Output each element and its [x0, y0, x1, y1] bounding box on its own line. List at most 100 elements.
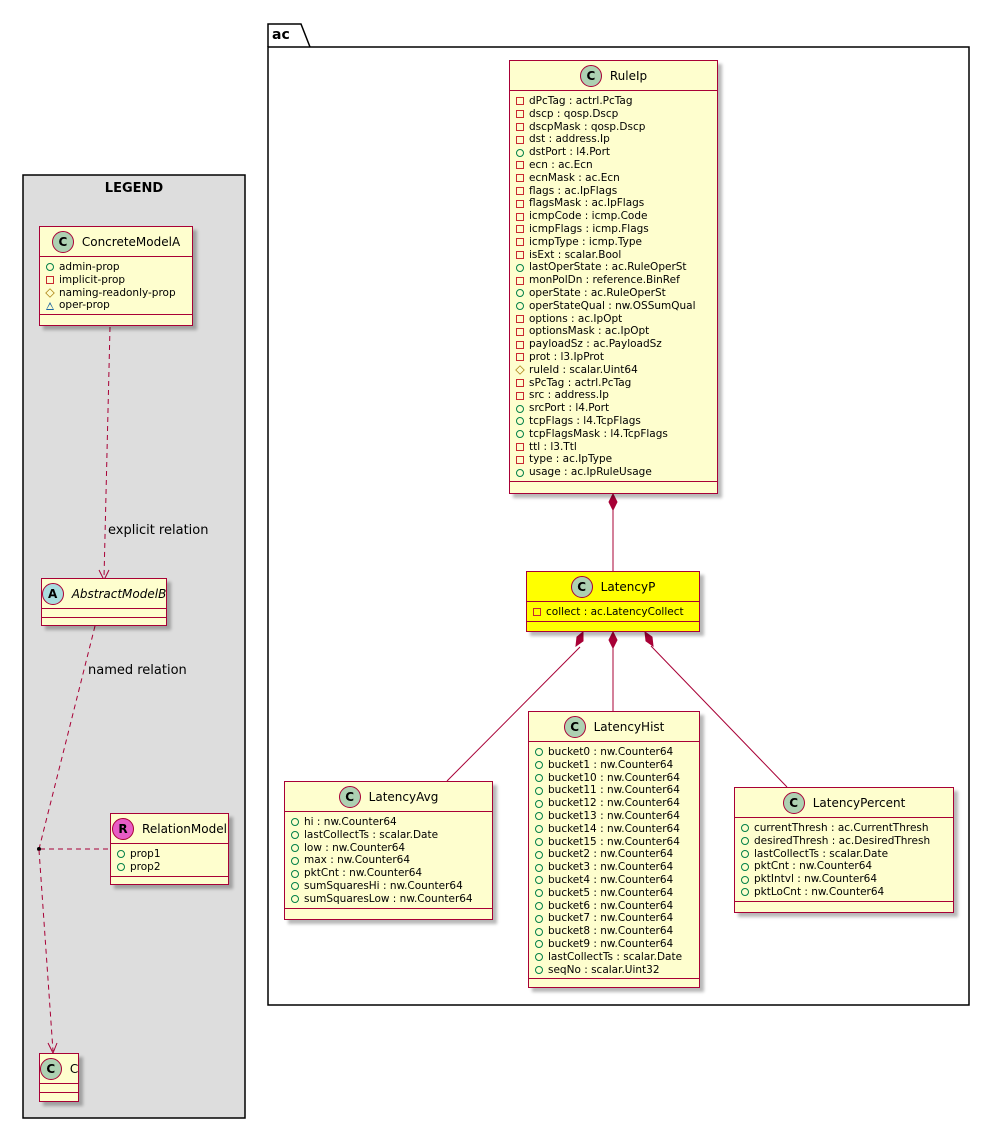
attribute-row: ecn : ac.Ecn — [516, 159, 717, 172]
attribute-text: bucket2 : nw.Counter64 — [548, 848, 674, 861]
legend-title: LEGEND — [104, 181, 164, 196]
public-visibility-icon — [535, 761, 543, 770]
private-visibility-icon — [516, 161, 524, 170]
public-visibility-icon — [535, 901, 543, 910]
attribute-text: icmpFlags : icmp.Flags — [529, 222, 649, 235]
private-visibility-icon — [516, 212, 524, 221]
attribute-row: payloadSz : ac.PayloadSz — [516, 338, 717, 351]
attribute-text: usage : ac.IpRuleUsage — [529, 466, 652, 479]
attribute-row: type : ac.IpType — [516, 453, 717, 466]
attribute-row: bucket12 : nw.Counter64 — [535, 797, 699, 810]
attribute-row: collect : ac.LatencyCollect — [533, 606, 699, 619]
public-visibility-icon — [291, 869, 299, 878]
attribute-text: bucket12 : nw.Counter64 — [548, 797, 680, 810]
operations-section — [735, 902, 953, 910]
private-visibility-icon — [516, 314, 524, 323]
latencyp-latencyavg-link — [446, 646, 581, 782]
attribute-text: bucket0 : nw.Counter64 — [548, 746, 674, 758]
attribute-row: icmpCode : icmp.Code — [516, 210, 717, 223]
public-visibility-icon — [291, 831, 299, 840]
attribute-row: low : nw.Counter64 — [291, 842, 492, 855]
package-name: ac — [272, 27, 290, 43]
attributes-section — [40, 1084, 78, 1093]
attribute-text: ttl : l3.Ttl — [529, 440, 577, 453]
attribute-row: flagsMask : ac.IpFlags — [516, 197, 717, 210]
public-visibility-icon — [535, 812, 543, 821]
attribute-row: icmpType : icmp.Type — [516, 236, 717, 249]
class-name: LatencyPercent — [812, 795, 906, 810]
attribute-text: low : nw.Counter64 — [304, 841, 406, 854]
attribute-text: icmpType : icmp.Type — [529, 235, 642, 248]
attribute-text: max : nw.Counter64 — [304, 854, 411, 867]
attribute-text: tcpFlags : l4.TcpFlags — [529, 414, 641, 427]
class-circle-icon: C — [51, 230, 74, 253]
class-name: LatencyP — [600, 579, 656, 594]
attribute-row: ttl : l3.Ttl — [516, 441, 717, 454]
attribute-row: max : nw.Counter64 — [291, 854, 492, 867]
public-visibility-icon — [516, 430, 524, 439]
attribute-row: bucket1 : nw.Counter64 — [535, 759, 699, 772]
attribute-row: lastCollectTs : scalar.Date — [291, 829, 492, 842]
class-circle-icon: C — [570, 575, 593, 598]
public-visibility-icon — [516, 263, 524, 272]
public-visibility-icon — [516, 302, 524, 311]
attribute-text: bucket1 : nw.Counter64 — [548, 758, 674, 771]
attribute-row: operStateQual : nw.OSSumQual — [516, 300, 717, 313]
attribute-row: seqNo : scalar.Uint32 — [535, 964, 699, 977]
public-visibility-icon — [117, 850, 125, 859]
private-visibility-icon — [516, 135, 524, 144]
named-relation-label: named relation — [88, 663, 187, 678]
attribute-row: bucket9 : nw.Counter64 — [535, 938, 699, 951]
private-visibility-icon — [516, 97, 524, 106]
public-visibility-icon — [535, 786, 543, 795]
named-relation-target-line — [38, 849, 54, 1052]
class-circle-icon: C — [39, 1057, 62, 1080]
attribute-text: optionsMask : ac.IpOpt — [529, 325, 650, 338]
latencyp-composition-diamond-percent — [644, 630, 654, 648]
operations-section — [529, 979, 699, 987]
attribute-text: collect : ac.LatencyCollect — [546, 606, 684, 618]
private-visibility-icon — [46, 276, 54, 285]
association-join-point — [37, 847, 41, 851]
attribute-row: sumSquaresHi : nw.Counter64 — [291, 880, 492, 893]
attribute-text: oper-prop — [59, 299, 110, 312]
attribute-row: lastOperState : ac.RuleOperSt — [516, 261, 717, 274]
class-name: LatencyHist — [593, 719, 665, 734]
class-name: ConcreteModelA — [81, 234, 181, 249]
attribute-text: dscp : qosp.Dscp — [529, 107, 619, 120]
private-visibility-icon — [516, 174, 524, 183]
attribute-row: monPolDn : reference.BinRef — [516, 274, 717, 287]
public-visibility-icon — [291, 882, 299, 891]
attribute-row: bucket11 : nw.Counter64 — [535, 784, 699, 797]
attribute-row: desiredThresh : ac.DesiredThresh — [741, 835, 953, 848]
ruleip-composition-diamond — [608, 492, 618, 512]
operations-section — [111, 877, 228, 885]
attribute-text: type : ac.IpType — [529, 453, 613, 466]
attribute-row: tcpFlagsMask : l4.TcpFlags — [516, 428, 717, 441]
attribute-row: admin-prop — [46, 261, 192, 274]
attribute-text: currentThresh : ac.CurrentThresh — [754, 822, 929, 834]
attribute-list: collect : ac.LatencyCollect — [527, 602, 699, 622]
attribute-text: icmpCode : icmp.Code — [529, 210, 648, 223]
attribute-text: bucket11 : nw.Counter64 — [548, 784, 680, 797]
class-name: C — [69, 1061, 79, 1076]
attribute-text: implicit-prop — [59, 273, 126, 286]
attribute-text: pktIntvl : nw.Counter64 — [754, 873, 878, 886]
attribute-row: lastCollectTs : scalar.Date — [741, 848, 953, 861]
attribute-text: bucket10 : nw.Counter64 — [548, 771, 680, 784]
latencyp-class[interactable]: C LatencyP collect : ac.LatencyCollect — [526, 571, 700, 632]
operations-section — [42, 618, 166, 626]
private-visibility-icon — [516, 391, 524, 400]
attribute-text: bucket5 : nw.Counter64 — [548, 886, 674, 899]
attribute-row: bucket10 : nw.Counter64 — [535, 772, 699, 785]
attribute-text: bucket4 : nw.Counter64 — [548, 873, 674, 886]
